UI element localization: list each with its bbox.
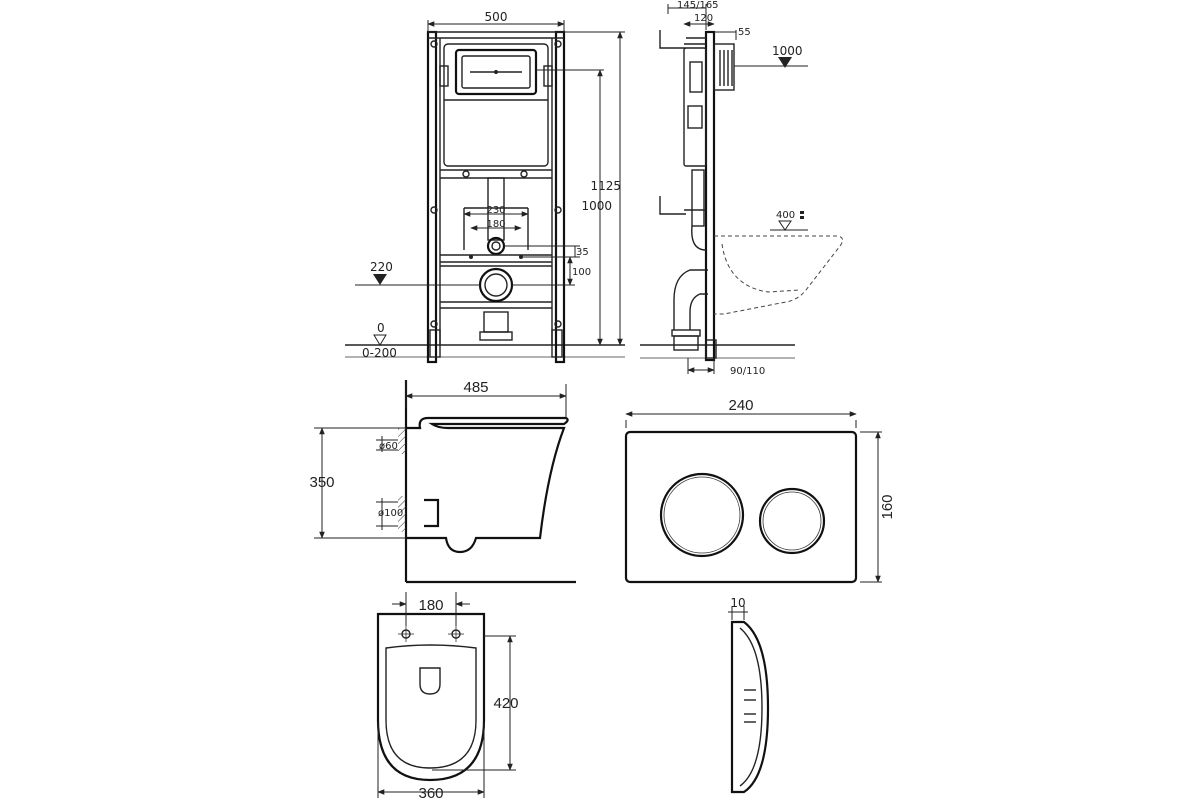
side-level-1000-label: 1000	[772, 44, 803, 58]
side-d55-label: 55	[738, 27, 751, 38]
front-d180-label: 180	[486, 219, 505, 230]
side-d145-label: 145/165	[677, 0, 719, 11]
flush-plate-front-view: 240 160	[624, 397, 896, 584]
front-d35-label: 35	[576, 247, 589, 258]
front-level-range-label: 0-200	[362, 346, 397, 360]
plate-height-label: 160	[879, 494, 896, 519]
side-d90-label: 90/110	[730, 366, 765, 377]
front-level-220-label: 220	[370, 260, 393, 274]
front-level-0-label: 0	[377, 321, 385, 335]
installation-side-view: 145/165 120 55 1000 400 90/110	[640, 0, 844, 377]
bowl-top-view: 180 420 360	[376, 592, 519, 800]
full-flush-button	[659, 472, 745, 558]
top-bolt-spacing-label: 180	[418, 597, 443, 614]
front-button-height-label: 1000	[581, 199, 612, 213]
bowl-pipe-small-label: ø60	[379, 441, 398, 452]
installation-frame-front-view: 500 1125 1000 230 180 35 100 220 0 0-200	[345, 10, 625, 364]
front-total-height-label: 1125	[590, 179, 621, 193]
side-level-400-label: 400	[776, 210, 795, 221]
bowl-length-label: 485	[463, 379, 488, 396]
half-flush-button	[758, 487, 826, 555]
flush-plate-side-view: 10	[728, 596, 770, 794]
top-depth-label: 420	[493, 695, 518, 712]
plate-thickness-label: 10	[730, 596, 745, 610]
bowl-side-view: 485 350 ø60 ø100	[309, 379, 576, 584]
front-width-label: 500	[485, 10, 508, 24]
plate-width-label: 240	[728, 397, 753, 414]
side-d120-label: 120	[694, 13, 713, 24]
bowl-height-label: 350	[309, 474, 334, 491]
front-d230-label: 230	[486, 205, 505, 216]
top-width-label: 360	[418, 785, 443, 800]
bowl-pipe-large-label: ø100	[378, 508, 403, 519]
front-d100-label: 100	[572, 267, 591, 278]
